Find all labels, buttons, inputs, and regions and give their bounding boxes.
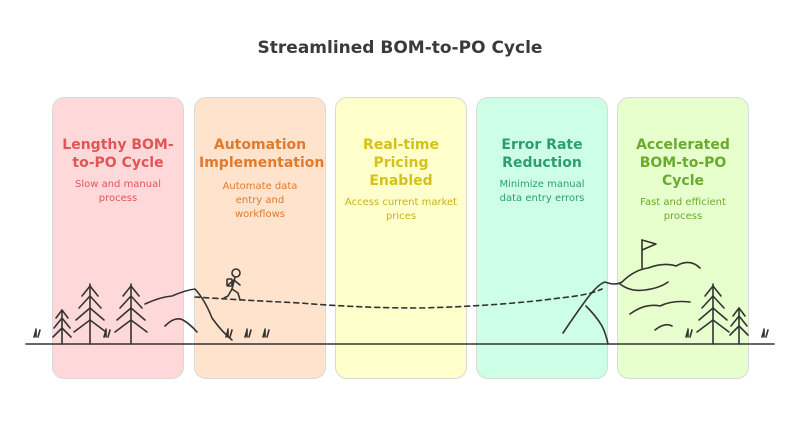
stage-title: Automation Implementation	[199, 136, 325, 172]
stage-desc-line: Minimize manual	[499, 179, 585, 190]
stage-description: Access current market prices	[340, 196, 462, 224]
stage-desc-line: Fast and efficient	[640, 197, 726, 208]
stage-desc-line: Slow and manual	[74, 179, 162, 190]
stage-description: Automate data entry and workflows	[199, 180, 321, 222]
stage-panel-accelerated-cycle: Accelerated BOM-to-PO Cycle Fast and eff…	[617, 97, 749, 379]
stage-desc-line: entry and	[235, 195, 285, 206]
pine-tree-icon	[729, 307, 749, 345]
stage-description: Fast and efficient process	[622, 196, 744, 224]
stage-desc-line: process	[663, 211, 703, 222]
stage-title-line: Reduction	[502, 155, 582, 171]
stage-panel-realtime-pricing: Real-time Pricing Enabled Access current…	[335, 97, 467, 379]
mountain-icon	[562, 261, 701, 334]
stage-title-line: Lengthy BOM-	[62, 137, 174, 153]
stage-title: Accelerated BOM-to-PO Cycle	[622, 136, 744, 190]
stage-title: Error Rate Reduction	[481, 136, 603, 172]
mountain-icon	[144, 288, 233, 341]
stage-title-line: Error Rate	[501, 137, 583, 153]
pine-tree-icon	[114, 283, 148, 345]
stage-panel-automation: Automation Implementation Automate data …	[194, 97, 326, 379]
stage-panel-error-reduction: Error Rate Reduction Minimize manual dat…	[476, 97, 608, 379]
stage-title-line: to-PO Cycle	[72, 155, 164, 171]
pine-tree-icon	[73, 283, 107, 345]
stage-title-line: Cycle	[662, 173, 704, 189]
diagram-title: Streamlined BOM-to-PO Cycle	[257, 38, 543, 58]
flag-icon	[641, 239, 657, 269]
stage-title: Lengthy BOM- to-PO Cycle	[57, 136, 179, 172]
pine-tree-icon	[696, 283, 730, 345]
stage-title-line: Implementation	[199, 155, 325, 171]
stage-title-line: Pricing	[373, 155, 429, 171]
journey-path	[194, 288, 603, 309]
stage-title: Real-time Pricing Enabled	[340, 136, 462, 190]
stage-desc-line: workflows	[234, 209, 285, 220]
stage-title-line: Automation	[213, 137, 307, 153]
pine-tree-icon	[52, 309, 72, 345]
grass-tufts	[33, 328, 769, 338]
stage-desc-line: data entry errors	[499, 193, 585, 204]
stage-desc-line: Automate data	[222, 181, 298, 192]
stage-description: Slow and manual process	[57, 178, 179, 206]
hiker-icon	[223, 268, 241, 301]
stage-description: Minimize manual data entry errors	[481, 178, 603, 206]
stage-desc-line: process	[98, 193, 138, 204]
stage-title-line: Accelerated	[636, 137, 730, 153]
stage-title-line: Real-time	[363, 137, 439, 153]
stage-title-line: BOM-to-PO	[639, 155, 727, 171]
stage-desc-line: prices	[385, 211, 417, 222]
stage-title-line: Enabled	[369, 173, 433, 189]
stage-desc-line: Access current market	[344, 197, 458, 208]
